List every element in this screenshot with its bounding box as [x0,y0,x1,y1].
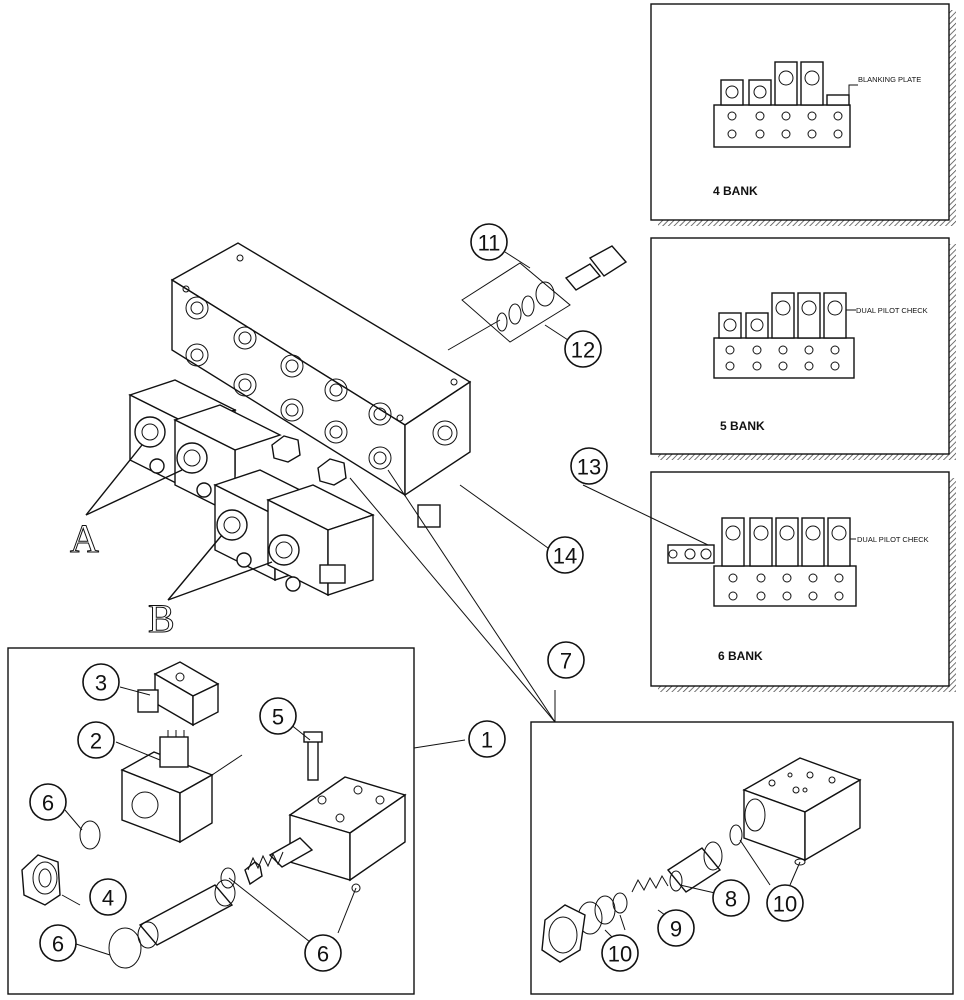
panel-4-bank: BLANKING PLATE 4 BANK [650,3,956,226]
callout-10-right: 10 [766,884,804,922]
svg-text:6: 6 [42,791,54,816]
svg-text:14: 14 [553,544,577,569]
callout-11: 11 [470,223,508,261]
leader-7 [349,477,556,723]
callout-2: 2 [77,721,115,759]
svg-text:1: 1 [481,728,493,753]
svg-text:10: 10 [608,942,632,967]
6-bank-note: DUAL PILOT CHECK [857,535,929,544]
detail-box-1 [7,647,466,995]
svg-text:2: 2 [90,729,102,754]
panel-6-bank: DUAL PILOT CHECK 6 BANK [650,471,956,692]
callout-14: 14 [546,536,584,574]
leader-7b [387,469,556,723]
spring-1 [247,851,284,871]
svg-text:5: 5 [272,705,284,730]
panel-5-bank: DUAL PILOT CHECK 5 BANK [650,237,956,460]
port-a-arrows [85,444,183,516]
svg-text:7: 7 [560,649,572,674]
callout-7: 7 [547,641,585,679]
manifold-assembly [128,242,472,597]
callout-9: 9 [657,909,695,947]
5-bank-valve-stack [713,292,856,379]
port-label-a: A [70,516,99,561]
svg-text:13: 13 [577,455,601,480]
svg-text:10: 10 [773,892,797,917]
6-bank-side-coil [667,544,715,564]
svg-text:11: 11 [478,231,501,256]
callout-6-bottom: 6 [304,934,342,972]
6-bank-valve-stack [667,517,857,607]
port-b-arrows [167,534,273,601]
callout-4: 4 [89,878,127,916]
port-label-b: B [148,596,175,641]
leader-13 [582,484,709,546]
fitting-11-12 [447,245,628,351]
5-bank-title: 5 BANK [720,419,765,433]
svg-text:12: 12 [571,338,595,363]
4-bank-note: BLANKING PLATE [858,75,921,84]
svg-text:4: 4 [102,886,114,911]
callout-1: 1 [468,720,506,758]
svg-text:9: 9 [670,917,682,942]
4-bank-valve-stack [713,61,858,148]
5-bank-note: DUAL PILOT CHECK [856,306,928,315]
callout-3: 3 [82,663,120,701]
callout-12: 12 [564,330,602,368]
svg-text:3: 3 [95,671,107,696]
detail-box-7 [530,690,954,995]
callout-8: 8 [712,879,750,917]
svg-text:6: 6 [52,932,64,957]
callout-6-bottom-left: 6 [39,924,77,962]
4-bank-title: 4 BANK [713,184,758,198]
blanking-plate [826,94,850,106]
svg-text:8: 8 [725,887,737,912]
callout-6-left: 6 [29,783,67,821]
callout-5: 5 [259,697,297,735]
svg-text:6: 6 [317,942,329,967]
callout-13: 13 [570,447,608,485]
callout-10-bottom: 10 [601,934,639,972]
6-bank-title: 6 BANK [718,649,763,663]
